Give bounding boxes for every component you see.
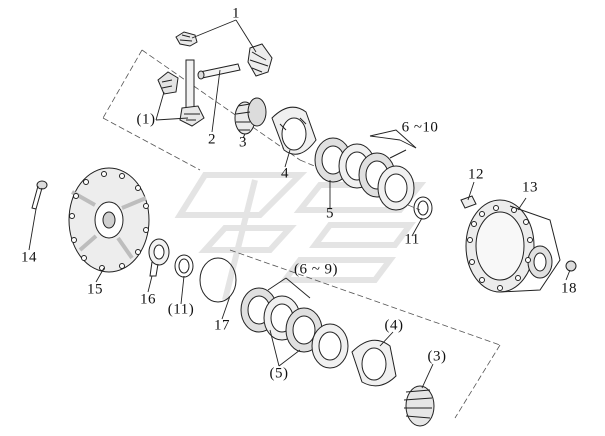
callout-label-11: 11 <box>404 231 420 248</box>
callout-label-4: 4 <box>281 165 289 182</box>
part-4-ring <box>271 106 317 155</box>
callout-label-15: 15 <box>87 281 103 298</box>
callout-label-6-10: 6 ~10 <box>401 119 439 136</box>
part-6-9-friction-discs-lower <box>240 287 349 369</box>
callout-label-1-paren: (1) <box>136 111 156 128</box>
callout-label-4-paren: (4) <box>384 317 404 334</box>
callout-label-16: 16 <box>140 291 156 308</box>
part-1-spider-gears-lower <box>157 59 205 127</box>
callout-label-11-paren: (11) <box>167 301 195 318</box>
part-15-flange-housing <box>68 167 150 273</box>
callout-label-14: 14 <box>21 249 37 266</box>
part-16-tab-washer <box>148 238 170 277</box>
part-12-plate <box>460 195 477 209</box>
part-14-bolt <box>31 180 48 210</box>
part-11-washer <box>413 196 433 220</box>
part-3-side-gear-lower <box>403 385 435 427</box>
callout-label-3-paren: (3) <box>427 348 447 365</box>
callout-label-5: 5 <box>326 205 334 222</box>
part-3-side-gear <box>234 97 267 135</box>
part-1-spider-gears-upper <box>175 31 273 77</box>
part-4-ring-lower <box>351 339 397 387</box>
callout-label-5-paren: (5) <box>269 365 289 382</box>
callout-label-18: 18 <box>561 280 577 297</box>
part-17-snap-ring <box>199 257 237 303</box>
callout-label-12: 12 <box>468 166 484 183</box>
callout-label-1: 1 <box>232 5 240 22</box>
part-18-nut <box>565 260 577 272</box>
callout-label-3: 3 <box>239 134 247 151</box>
callout-label-17: 17 <box>214 317 230 334</box>
callout-label-2: 2 <box>208 131 216 148</box>
callout-label-6-9-paren: (6 ~ 9) <box>293 261 339 278</box>
part-6-10-friction-discs <box>314 129 417 211</box>
leader-lines <box>28 19 571 389</box>
part-13-differential-housing <box>465 199 561 293</box>
part-11-washer-lower <box>174 254 194 278</box>
callout-label-13: 13 <box>522 179 538 196</box>
